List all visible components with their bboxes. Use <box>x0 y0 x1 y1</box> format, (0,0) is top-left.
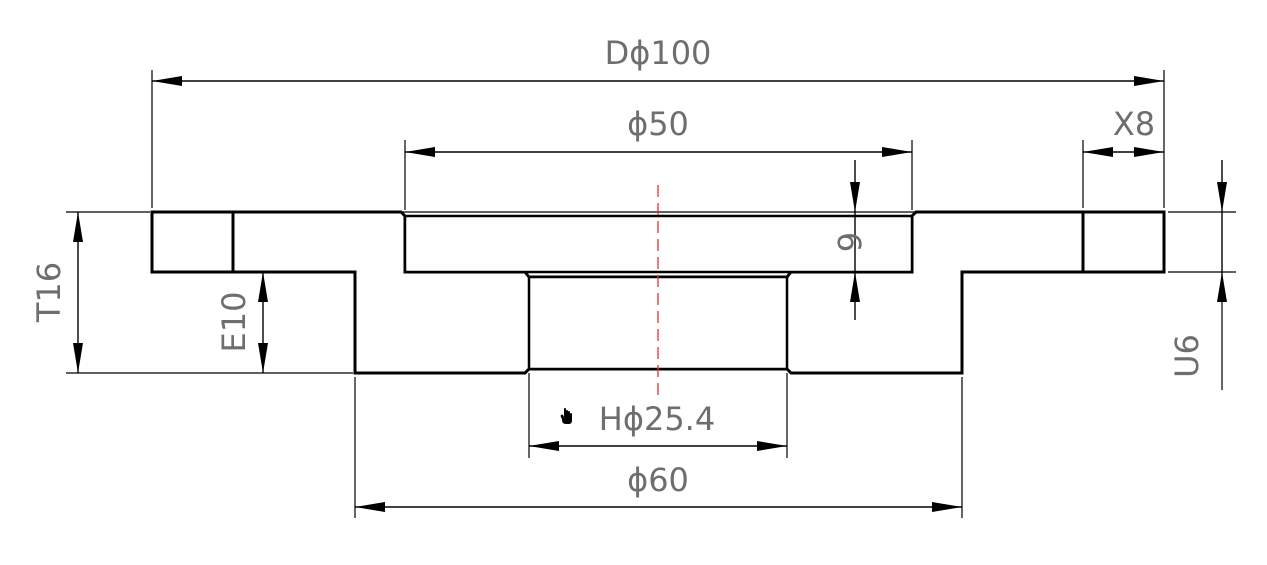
label-hub-height: E10 <box>215 292 253 353</box>
label-abrasive-width: X8 <box>1113 105 1155 143</box>
abrasive-left <box>150 210 235 274</box>
label-recess-diameter: ϕ50 <box>627 105 689 143</box>
dimension-labels: Dϕ100 ϕ50 X8 T16 E10 6 U6 Hϕ25.4 ϕ60 <box>30 34 1206 499</box>
label-outer-diameter: Dϕ100 <box>605 34 712 72</box>
wheel-section <box>150 185 1166 395</box>
abrasive-right <box>1081 210 1166 274</box>
label-recess-depth: 6 <box>830 232 868 252</box>
label-bore-diameter: Hϕ25.4 <box>599 400 715 438</box>
label-total-thickness: T16 <box>30 262 68 323</box>
label-hub-diameter: ϕ60 <box>627 461 689 499</box>
label-abrasive-height: U6 <box>1168 334 1206 378</box>
hand-cursor-icon <box>560 408 572 424</box>
dimension-lines <box>73 76 1227 512</box>
